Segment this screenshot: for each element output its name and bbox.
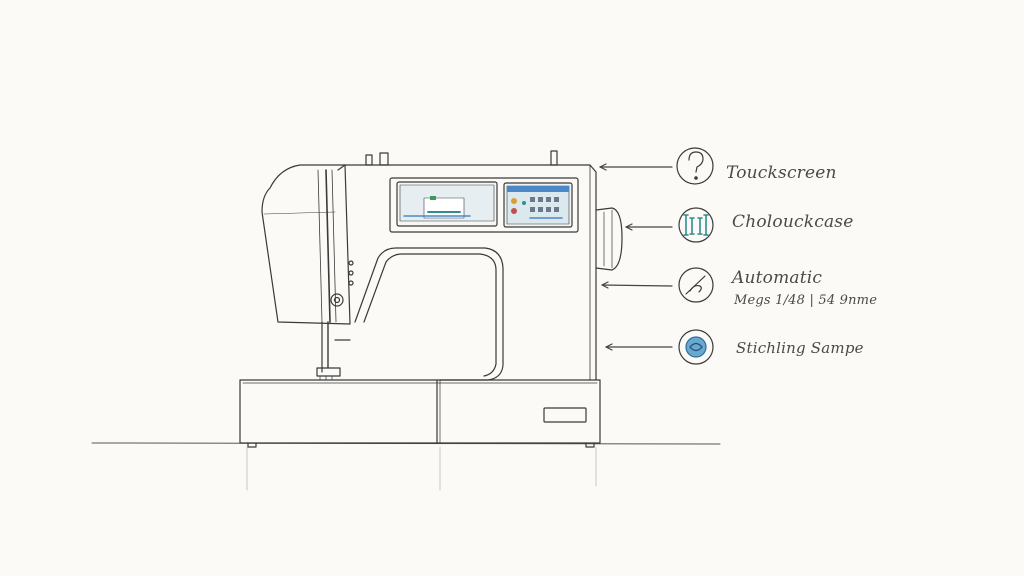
question-icon xyxy=(676,147,714,185)
top-knobs xyxy=(365,150,558,166)
control-panel xyxy=(389,177,579,233)
thread-spools-icon xyxy=(678,207,714,243)
annotation-label-thread-case: Cholouckcase xyxy=(732,212,854,232)
touchscreen xyxy=(503,182,573,228)
needle-threader-icon xyxy=(678,267,714,303)
stitch-sample-icon xyxy=(678,329,714,365)
machine-body xyxy=(337,164,597,381)
machine-head xyxy=(261,164,354,381)
machine-base xyxy=(239,379,601,448)
annotation-label-stitch-sample: Stichling Sampe xyxy=(736,339,864,357)
annotation-label-touchscreen: Toucksсreen xyxy=(726,163,837,183)
annotation-sublabel-automatic: Megs 1/48 | 54 9nme xyxy=(734,293,878,308)
annotation-label-automatic: Automatic xyxy=(732,268,823,288)
leader-line xyxy=(601,284,673,287)
handwheel xyxy=(595,207,623,271)
